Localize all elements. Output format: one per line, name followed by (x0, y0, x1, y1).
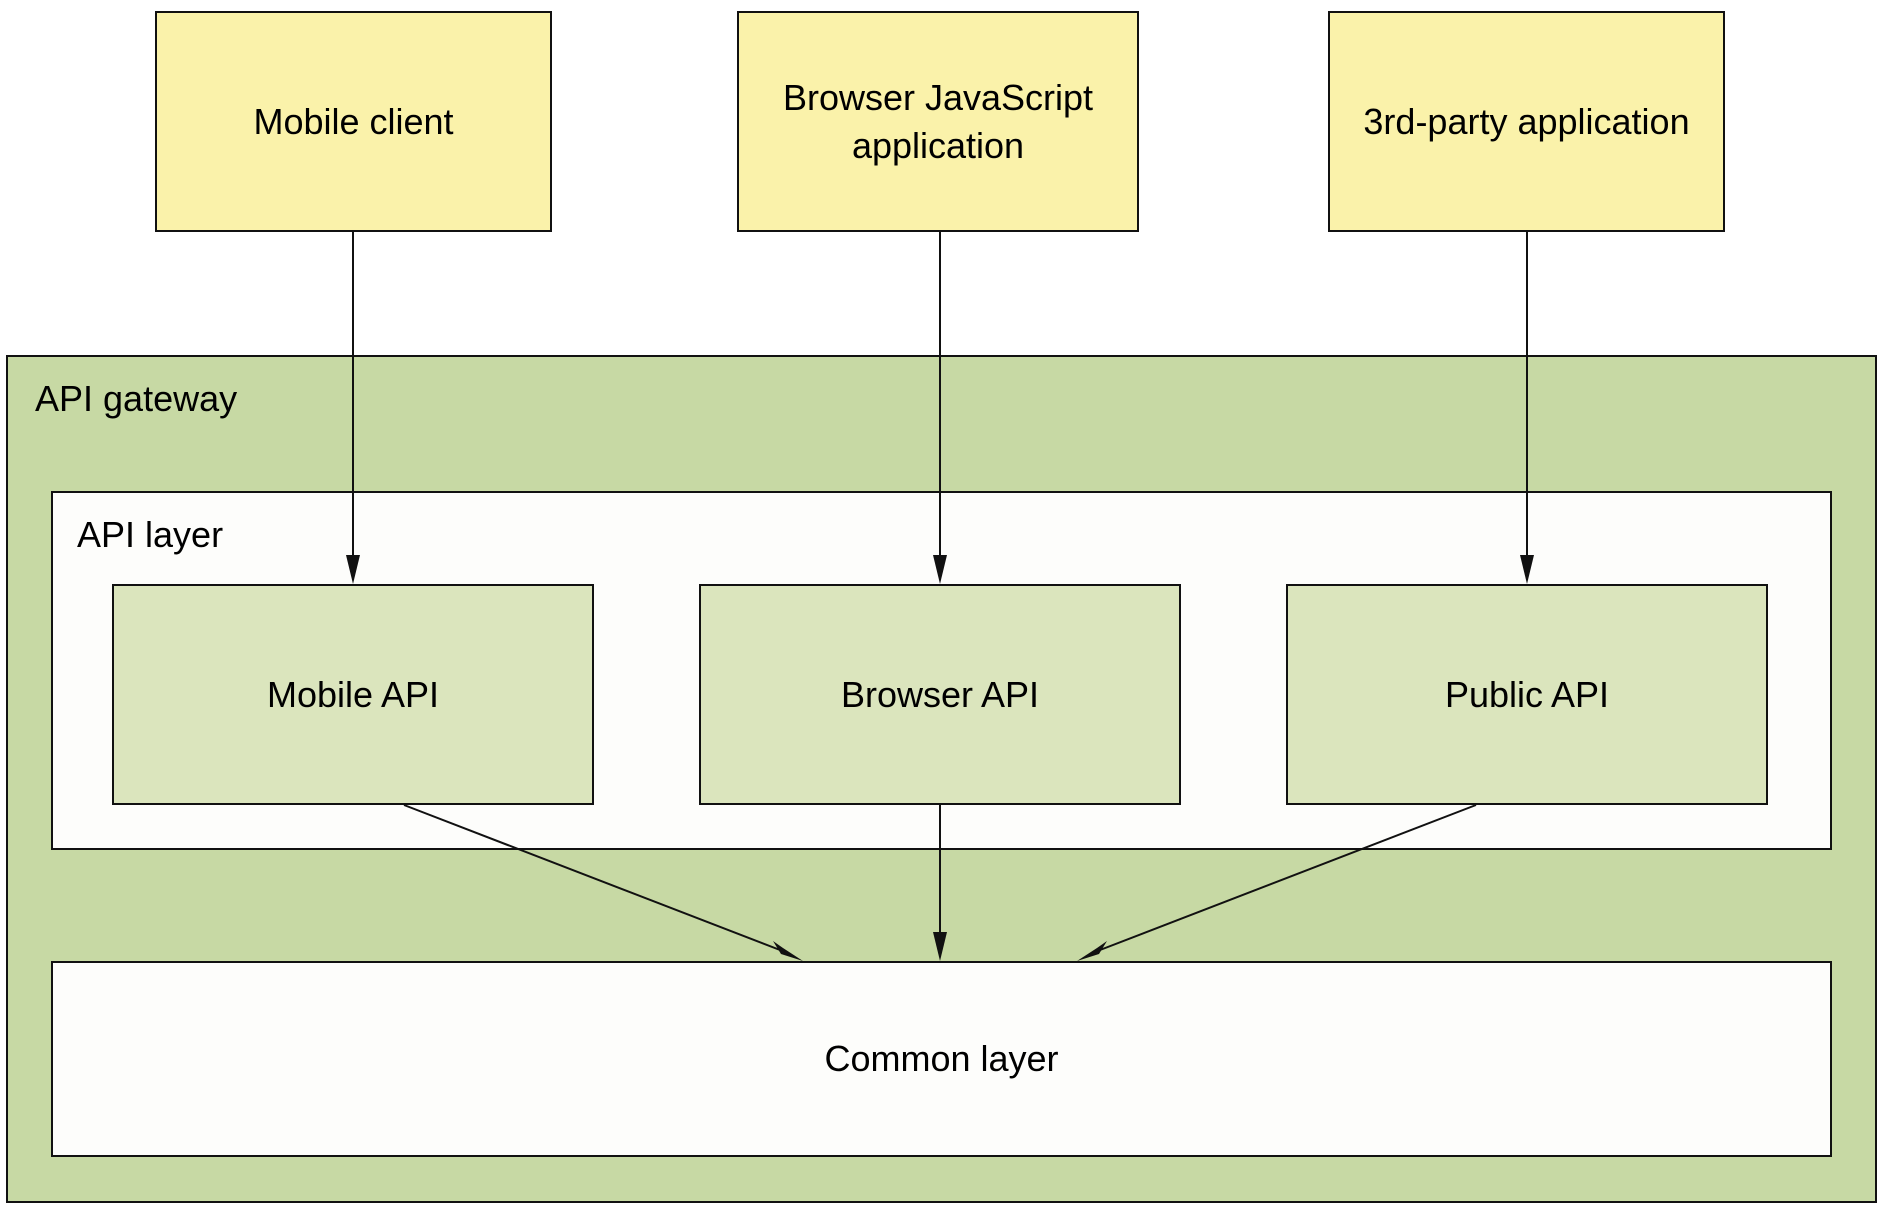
edge-mobile-client-to-mobile-api (346, 232, 360, 584)
edge-third-party-to-public-api (1520, 232, 1534, 584)
api-layer-label: API layer (77, 514, 224, 555)
arrowhead-icon (773, 941, 803, 961)
browser-api-label: Browser API (840, 673, 1040, 715)
browser-app-label-line1: Browser JavaScript (782, 76, 1094, 118)
edge-public-api-to-common (1077, 804, 1477, 961)
arrowhead-icon (346, 555, 360, 584)
browser-api-node: Browser API (699, 584, 1181, 805)
mobile-api-label: Mobile API (266, 673, 440, 715)
mobile-client-label: Mobile client (253, 100, 454, 142)
arrowhead-icon (1077, 941, 1107, 961)
edge-browser-app-to-browser-api (933, 232, 947, 584)
edge-browser-api-to-common (933, 805, 947, 961)
edge-mobile-api-to-common (403, 804, 803, 961)
arrowhead-icon (1520, 555, 1534, 584)
third-party-app-node: 3rd-party application (1328, 11, 1725, 232)
public-api-label: Public API (1444, 673, 1610, 715)
common-layer-label: Common layer (824, 1038, 1059, 1079)
mobile-api-node: Mobile API (112, 584, 594, 805)
common-layer-node: Common layer (51, 961, 1832, 1157)
public-api-node: Public API (1286, 584, 1768, 805)
third-party-app-label: 3rd-party application (1363, 100, 1690, 142)
browser-app-label-line2: application (851, 124, 1025, 166)
arrowhead-icon (933, 555, 947, 584)
api-gateway-label: API gateway (35, 378, 238, 419)
arrowhead-icon (933, 932, 947, 961)
mobile-client-node: Mobile client (155, 11, 552, 232)
browser-app-node: Browser JavaScript application (737, 11, 1139, 232)
